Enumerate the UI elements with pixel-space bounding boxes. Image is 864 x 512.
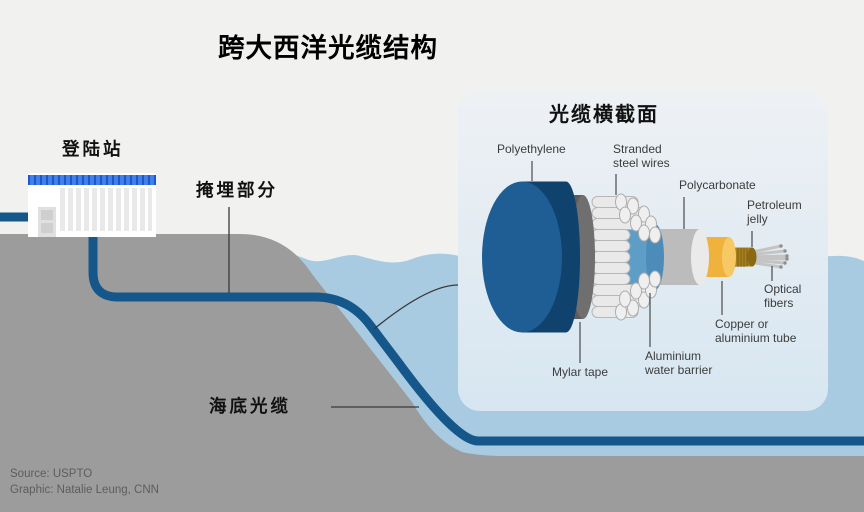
polycarbonate-label: Polycarbonate: [679, 178, 756, 193]
optical-fibers-label: Optical fibers: [764, 282, 802, 310]
station-door-panel: [41, 223, 53, 233]
label-line: Copper or: [715, 317, 769, 331]
label-line: Stranded: [613, 142, 662, 156]
station-wall-panels: [60, 188, 152, 231]
label-line: Polyethylene: [497, 142, 566, 156]
label-line: Mylar tape: [552, 365, 609, 379]
label-line: aluminium tube: [715, 330, 797, 345]
copper-aluminium-tube-label: Copper or aluminium tube: [715, 317, 797, 345]
petroleum-jelly-label: Petroleum jelly: [747, 198, 802, 226]
label-line: jelly: [747, 211, 768, 226]
label-line: fibers: [764, 295, 794, 310]
landing-station-building: [28, 173, 156, 237]
station-door: [38, 207, 56, 237]
mylar-tape-label: Mylar tape: [552, 365, 609, 380]
label-line: Petroleum: [747, 198, 802, 212]
stranded-steel-wires-label: Stranded steel wires: [613, 142, 670, 170]
label-line: Optical: [764, 282, 802, 296]
landing-station-label: 登陆站: [62, 139, 124, 159]
cross-section-title: 光缆横截面: [549, 104, 659, 126]
main-title: 跨大西洋光缆结构: [218, 33, 438, 63]
land-seafloor-shape: [0, 234, 864, 512]
submarine-cable-label: 海底光缆: [209, 396, 291, 416]
station-door-panel: [41, 210, 53, 220]
station-roof: [28, 175, 156, 185]
submarine-cable-path: [88, 237, 864, 446]
label-line: Aluminium: [645, 349, 702, 363]
cross-section-callout-lines: [531, 161, 773, 363]
polyethylene-layer: [482, 181, 580, 333]
polyethylene-label: Polyethylene: [497, 142, 566, 157]
source-line: Source: USPTO: [10, 468, 93, 480]
label-line: Polycarbonate: [679, 178, 756, 192]
buried-section-label: 掩埋部分: [196, 180, 278, 200]
inset-connector-line: [373, 284, 459, 330]
aluminium-water-barrier-label: Aluminium water barrier: [645, 349, 713, 377]
label-line: steel wires: [613, 155, 670, 170]
credit-line: Graphic: Natalie Leung, CNN: [10, 484, 159, 497]
label-line: water barrier: [645, 362, 713, 377]
footer-credits: Source: USPTO Graphic: Natalie Leung, CN…: [10, 466, 159, 498]
wire-end-ring: [615, 193, 661, 321]
